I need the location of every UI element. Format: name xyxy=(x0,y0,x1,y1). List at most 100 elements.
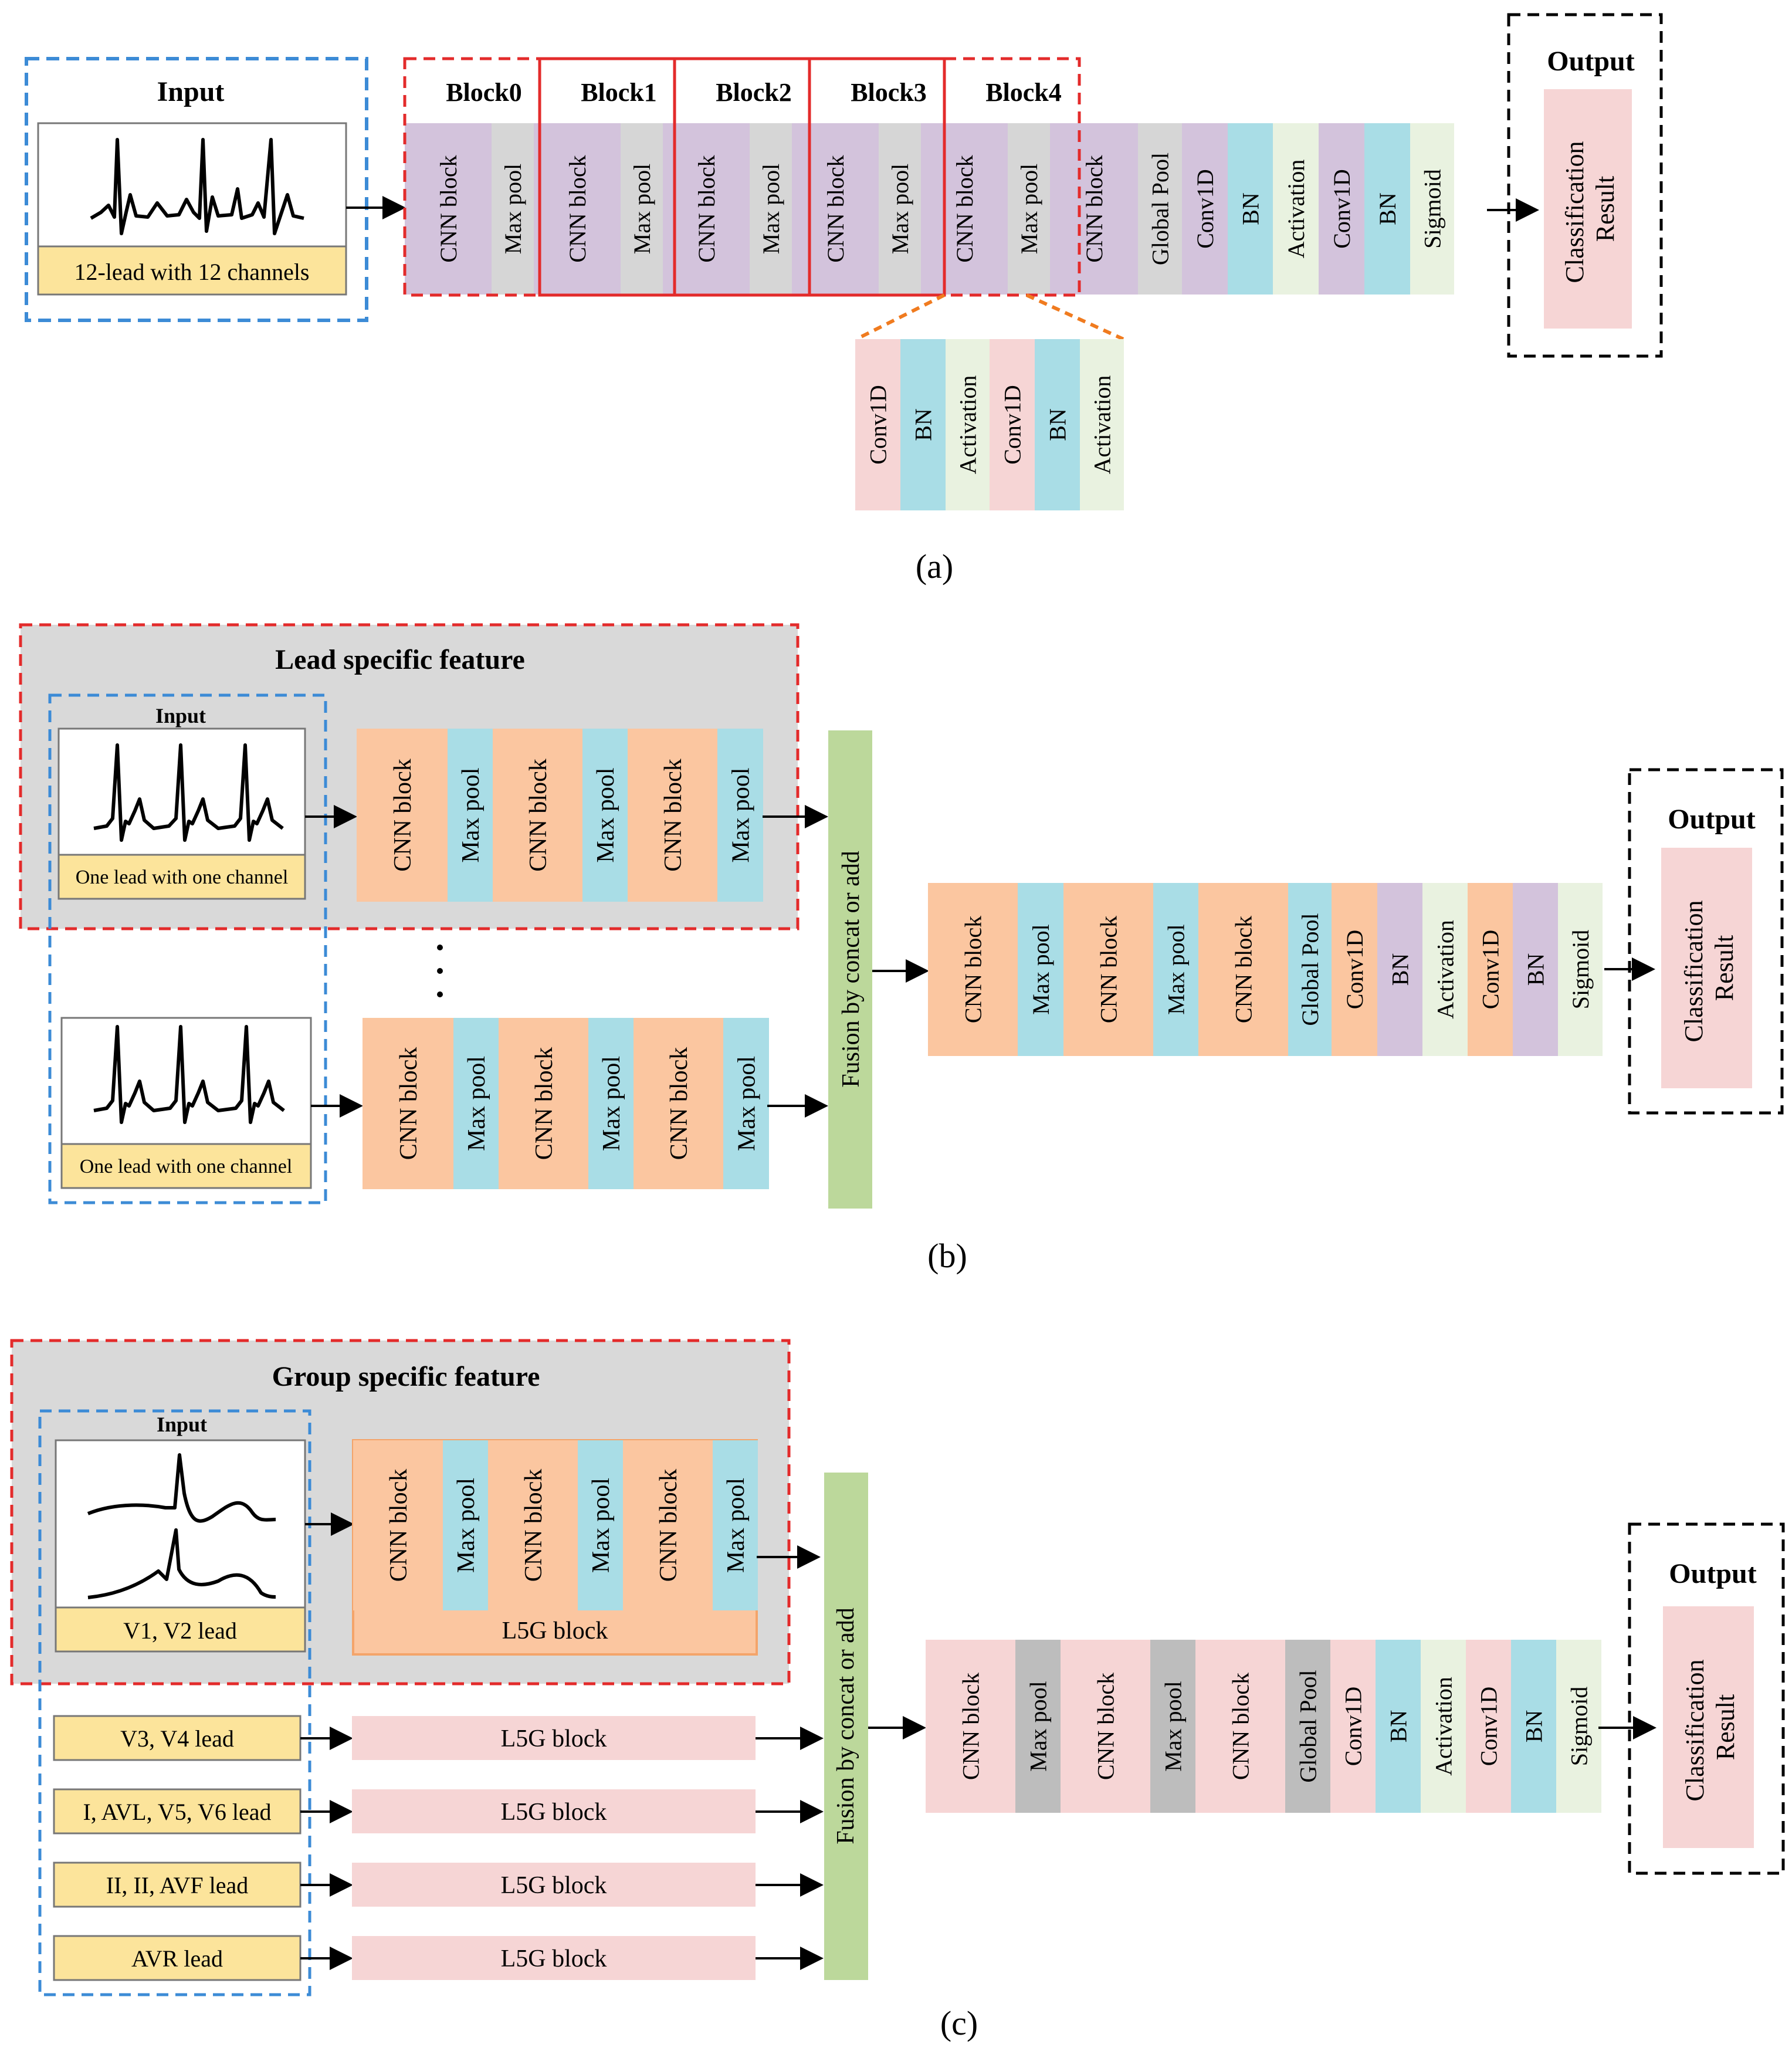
c-main-sigmoid-label-11: Sigmoid xyxy=(1566,1687,1593,1766)
l5g-block-label-1: L5G block xyxy=(501,1799,607,1826)
b-main-max-pool-layer-1 xyxy=(1018,883,1063,1056)
c-main-max-pool-label-3: Max pool xyxy=(1160,1681,1187,1771)
c-branch-cnn-block-layer-0 xyxy=(353,1440,443,1610)
output-title-c: Output xyxy=(1669,1558,1756,1589)
a-cnn-block-layer-10 xyxy=(1050,123,1138,295)
a-detail-bn-layer-1 xyxy=(900,339,946,510)
a-max-pool-layer-7 xyxy=(879,123,921,295)
fusion-label-c: Fusion by concat or add xyxy=(832,1607,859,1844)
b-branch1-max-pool-layer-1 xyxy=(448,729,493,902)
b-branch2-cnn-block-layer-4 xyxy=(634,1018,723,1189)
input-caption-box-a xyxy=(37,245,347,296)
c-branch-cnn-block-layer-2 xyxy=(488,1440,578,1610)
a-cnn-block-label-4: CNN block xyxy=(693,155,720,262)
a-detail-conv1d-layer-3 xyxy=(990,339,1035,510)
b-main-sigmoid-layer-11 xyxy=(1558,883,1603,1056)
classification-result-c xyxy=(1663,1606,1754,1848)
b-main-bn-layer-10 xyxy=(1513,883,1558,1056)
c-branch-max-pool-layer-3 xyxy=(578,1440,623,1610)
input-box-c xyxy=(38,1409,311,1996)
group-specific-title: Group specific feature xyxy=(272,1361,540,1392)
b-main-conv1d-label-6: Conv1D xyxy=(1342,930,1368,1010)
block-label-3: Block3 xyxy=(851,78,927,107)
b-main-cnn-block-layer-4 xyxy=(1198,883,1288,1056)
b-main-bn-layer-7 xyxy=(1377,883,1422,1056)
classification-result-text-b: Classification Result xyxy=(1679,894,1739,1043)
result-line-1-c: Classification xyxy=(1681,1660,1709,1802)
a-max-pool-layer-1 xyxy=(492,123,534,295)
b-branch1-max-pool-label-5: Max pool xyxy=(728,767,755,862)
a-cnn-block-label-0: CNN block xyxy=(435,155,462,262)
lead-group-label-2: II, II, AVF lead xyxy=(106,1872,249,1898)
b-branch2-cnn-block-label-2: CNN block xyxy=(531,1047,558,1160)
classification-result-a xyxy=(1544,89,1632,329)
b-main-conv1d-layer-6 xyxy=(1332,883,1377,1056)
b-branch1-max-pool-layer-3 xyxy=(582,729,628,902)
b-branch1-cnn-block-layer-4 xyxy=(628,729,717,902)
a-activation-label-14: Activation xyxy=(1283,160,1309,259)
a-detail-bn-label-1: BN xyxy=(910,408,937,441)
lead-caption-box-b2 xyxy=(60,1143,312,1189)
a-detail-conv1d-label-3: Conv1D xyxy=(1000,385,1026,465)
b-main-cnn-block-label-2: CNN block xyxy=(1096,916,1122,1023)
b-branch2-cnn-block-label-4: CNN block xyxy=(666,1047,693,1160)
block-label-2: Block2 xyxy=(716,78,792,107)
b-main-cnn-block-layer-0 xyxy=(928,883,1018,1056)
lead-group-label-0: V3, V4 lead xyxy=(120,1725,234,1752)
a-global-pool-layer-11 xyxy=(1138,123,1182,295)
lead-group-label-3: AVR lead xyxy=(131,1945,223,1972)
a-max-pool-label-9: Max pool xyxy=(1016,164,1042,254)
l5g-block-3 xyxy=(352,1936,756,1980)
a-max-pool-layer-3 xyxy=(621,123,663,295)
a-detail-activation-label-5: Activation xyxy=(1089,375,1116,475)
a-cnn-block-label-6: CNN block xyxy=(822,155,849,262)
v12-caption-box xyxy=(55,1606,306,1653)
input-title-c: Input xyxy=(157,1413,207,1436)
c-branch-cnn-block-layer-4 xyxy=(623,1440,713,1610)
c-branch-max-pool-label-1: Max pool xyxy=(453,1478,480,1573)
ellipsis-dot-3 xyxy=(437,991,443,997)
c-main-global-pool-layer-5 xyxy=(1285,1640,1330,1813)
lead-group-box-0 xyxy=(53,1715,302,1761)
c-main-conv1d-layer-9 xyxy=(1466,1640,1511,1813)
output-box-c xyxy=(1628,1522,1785,1875)
b-branch2-max-pool-label-5: Max pool xyxy=(734,1056,761,1151)
a-detail-activation-label-2: Activation xyxy=(955,375,981,475)
a-cnn-block-layer-4 xyxy=(663,123,750,295)
a-max-pool-label-7: Max pool xyxy=(887,164,913,254)
result-line-1-b: Classification xyxy=(1679,901,1708,1043)
c-main-conv1d-layer-6 xyxy=(1330,1640,1376,1813)
b-branch1-cnn-block-label-4: CNN block xyxy=(660,759,687,872)
c-main-max-pool-layer-1 xyxy=(1015,1640,1061,1813)
output-title-b: Output xyxy=(1668,804,1755,835)
ecg-panel-a xyxy=(37,122,347,248)
input-box-b xyxy=(48,693,327,1204)
result-line-2-b: Result xyxy=(1710,935,1739,1001)
b-branch1-cnn-block-label-2: CNN block xyxy=(525,759,552,872)
input-title-b: Input xyxy=(155,704,206,727)
a-detail-bn-layer-4 xyxy=(1035,339,1080,510)
ecg-waveform-b2 xyxy=(93,1025,285,1124)
a-detail-conv1d-layer-0 xyxy=(855,339,900,510)
c-main-cnn-block-label-4: CNN block xyxy=(1228,1673,1254,1780)
b-main-max-pool-layer-3 xyxy=(1153,883,1198,1056)
lead-group-label-1: I, AVL, V5, V6 lead xyxy=(83,1799,271,1825)
c-main-max-pool-label-1: Max pool xyxy=(1025,1681,1052,1771)
caption-b: (b) xyxy=(927,1237,967,1275)
c-main-activation-layer-8 xyxy=(1421,1640,1466,1813)
b-branch2-max-pool-layer-5 xyxy=(723,1018,769,1189)
a-cnn-block-label-8: CNN block xyxy=(951,155,978,262)
classification-result-b xyxy=(1661,848,1752,1088)
c-main-cnn-block-layer-0 xyxy=(926,1640,1015,1813)
ecg-waveform-c2 xyxy=(87,1528,276,1599)
lead-caption-box-b1 xyxy=(57,854,306,900)
a-max-pool-layer-5 xyxy=(750,123,792,295)
l5g-label: L5G block xyxy=(502,1617,608,1644)
result-line-2-c: Result xyxy=(1711,1694,1740,1760)
c-branch-cnn-block-label-4: CNN block xyxy=(655,1469,682,1582)
b-branch2-cnn-block-label-0: CNN block xyxy=(395,1047,422,1160)
